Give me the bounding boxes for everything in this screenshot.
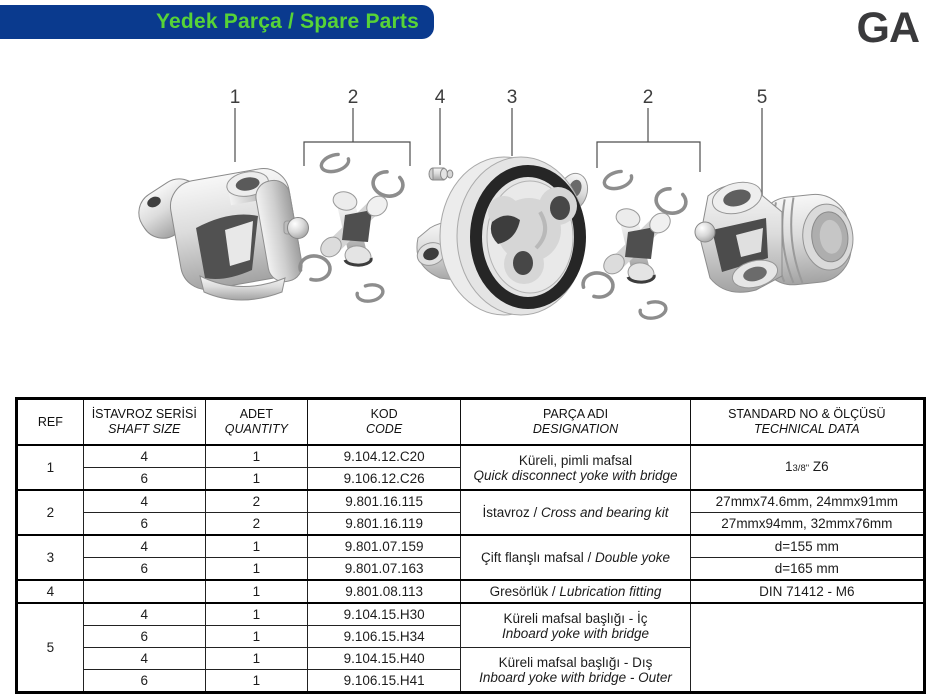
table-row: 6 2 9.801.16.119 27mmx94mm, 32mmx76mm bbox=[17, 512, 926, 536]
ref-cell: 3 bbox=[16, 534, 84, 581]
table-row: 4 1 9.801.08.113 Gresörlük / Lubrication… bbox=[16, 579, 926, 604]
code-cell: 9.801.16.115 bbox=[306, 489, 462, 513]
callout-1: 1 bbox=[229, 87, 241, 108]
shaft-cell: 6 bbox=[82, 512, 206, 536]
designation-cell: Gresörlük / Lubrication fitting bbox=[460, 579, 691, 604]
code-cell: 9.106.15.H41 bbox=[306, 669, 462, 693]
technical-data-cell: 13/8" Z6 bbox=[689, 444, 926, 491]
table-row: 3 4 1 9.801.07.159 Çift flanşlı mafsal /… bbox=[16, 534, 926, 581]
part-5-outer-yoke-illustration bbox=[694, 181, 854, 293]
code-cell: 9.104.12.C20 bbox=[306, 444, 462, 468]
ref-cell: 2 bbox=[16, 489, 84, 536]
code-cell: 9.106.12.C26 bbox=[306, 467, 462, 491]
col-header-ref: REF bbox=[16, 398, 84, 446]
technical-data-cell: d=155 mm bbox=[689, 534, 926, 558]
callout-5: 5 bbox=[756, 87, 768, 108]
part-3-double-yoke-illustration bbox=[416, 156, 589, 316]
part-1-quick-disconnect-yoke-illustration bbox=[138, 168, 309, 301]
technical-data-cell: 27mmx74.6mm, 24mmx91mm bbox=[689, 489, 926, 513]
table-row: 2 4 2 9.801.16.115 İstavroz / Cross and … bbox=[16, 489, 926, 536]
code-cell: 9.801.16.119 bbox=[306, 512, 462, 536]
callout-3: 3 bbox=[506, 87, 518, 108]
qty-cell: 2 bbox=[204, 512, 308, 536]
part-2a-cross-bearing-kit-illustration bbox=[298, 151, 405, 303]
shaft-cell: 6 bbox=[82, 557, 206, 581]
shaft-cell: 4 bbox=[82, 602, 206, 626]
shaft-cell: 4 bbox=[82, 489, 206, 513]
technical-data-cell: d=165 mm bbox=[689, 557, 926, 581]
ref-cell: 1 bbox=[16, 444, 84, 491]
diagram-graphics bbox=[138, 108, 854, 345]
code-cell: 9.801.07.159 bbox=[306, 534, 462, 558]
page-title: Yedek Parça / Spare Parts bbox=[156, 10, 419, 33]
qty-cell: 1 bbox=[204, 579, 308, 604]
brand-logo: GA bbox=[856, 4, 920, 52]
qty-cell: 1 bbox=[204, 444, 308, 468]
code-cell: 9.801.08.113 bbox=[306, 579, 462, 604]
table-row: 6 1 9.106.12.C26 bbox=[17, 467, 925, 491]
part-2b-cross-bearing-kit-illustration bbox=[581, 168, 688, 320]
shaft-cell: 4 bbox=[82, 647, 206, 670]
callout-2a: 2 bbox=[347, 87, 359, 108]
qty-cell: 1 bbox=[204, 602, 308, 626]
qty-cell: 1 bbox=[204, 625, 308, 648]
shaft-cell: 6 bbox=[82, 669, 206, 693]
qty-cell: 1 bbox=[204, 534, 308, 558]
designation-cell: Çift flanşlı mafsal / Double yoke bbox=[460, 534, 691, 581]
exploded-parts-diagram: 1 2 4 3 2 5 bbox=[0, 80, 940, 345]
qty-cell: 1 bbox=[204, 467, 308, 491]
table-row: 6 1 9.801.07.163 d=165 mm bbox=[17, 557, 926, 581]
code-cell: 9.104.15.H30 bbox=[306, 602, 462, 626]
table-row: 5 4 1 9.104.15.H30 Küreli mafsal başlığı… bbox=[16, 602, 926, 693]
technical-data-cell: 27mmx94mm, 32mmx76mm bbox=[689, 512, 926, 536]
technical-data-cell: DIN 71412 - M6 bbox=[689, 579, 926, 604]
qty-cell: 1 bbox=[204, 557, 308, 581]
qty-cell: 2 bbox=[204, 489, 308, 513]
ref-cell: 5 bbox=[16, 602, 84, 693]
shaft-cell bbox=[82, 579, 206, 604]
callout-4: 4 bbox=[434, 87, 446, 108]
qty-cell: 1 bbox=[204, 647, 308, 670]
page-title-bar: Yedek Parça / Spare Parts bbox=[0, 5, 434, 39]
technical-data-cell bbox=[689, 602, 926, 693]
code-cell: 9.801.07.163 bbox=[306, 557, 462, 581]
shaft-cell: 6 bbox=[82, 625, 206, 648]
shaft-cell: 6 bbox=[82, 467, 206, 491]
code-cell: 9.106.15.H34 bbox=[306, 625, 462, 648]
ref-cell: 4 bbox=[16, 579, 84, 604]
shaft-cell: 4 bbox=[82, 534, 206, 558]
designation-cell: İstavroz / Cross and bearing kit bbox=[460, 489, 691, 536]
callout-leader-lines bbox=[234, 108, 763, 202]
qty-cell: 1 bbox=[204, 669, 308, 693]
shaft-cell: 4 bbox=[82, 444, 206, 468]
code-cell: 9.104.15.H40 bbox=[306, 647, 462, 670]
callout-2b: 2 bbox=[642, 87, 654, 108]
part-4-lubrication-fitting-illustration bbox=[428, 167, 454, 181]
